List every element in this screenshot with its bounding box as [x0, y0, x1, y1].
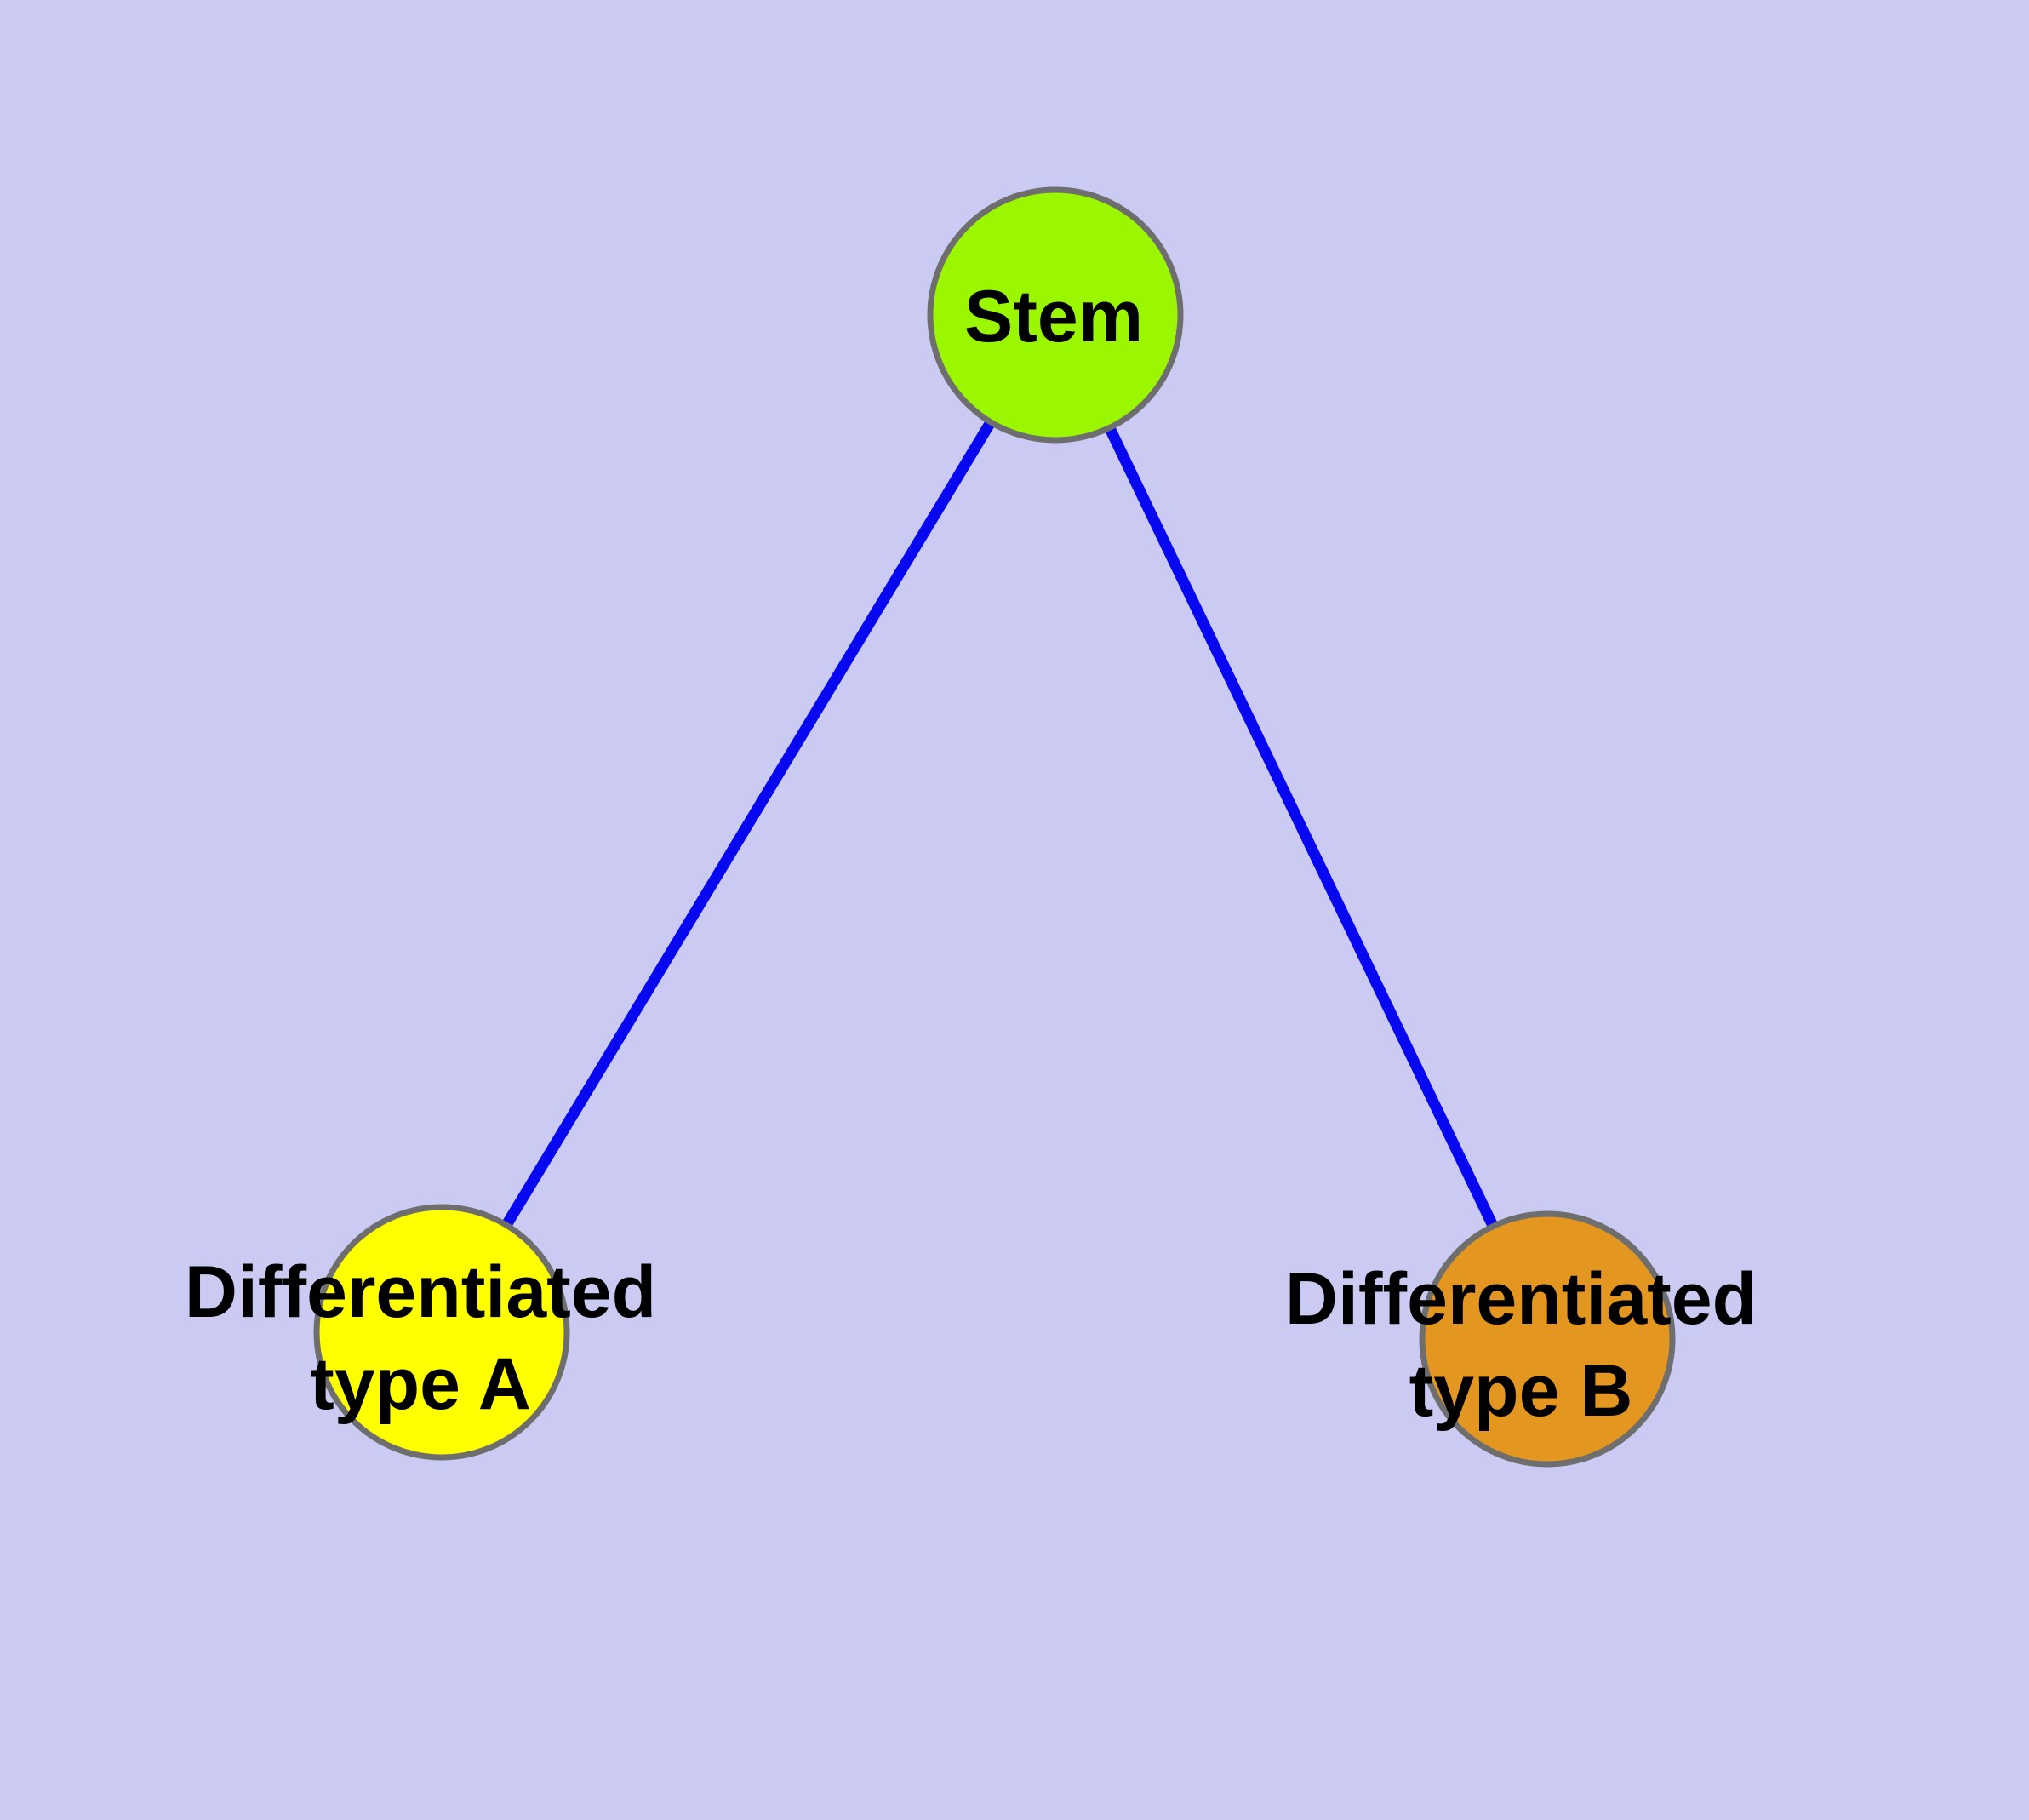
label-differentiated-type-a-line-1: Differentiated	[184, 1251, 657, 1333]
label-differentiated-type-b-line-1: Differentiated	[1284, 1258, 1758, 1340]
node-differentiated-type-a	[313, 1204, 570, 1461]
node-stem	[927, 186, 1184, 444]
label-differentiated-type-b: Differentiated type B	[1285, 1253, 1757, 1437]
node-differentiated-type-b	[1419, 1210, 1676, 1468]
edge-stem-to-differentiated-type-b	[1050, 312, 1552, 1342]
label-differentiated-type-b-line-2: type B	[1409, 1350, 1633, 1432]
edge-stem-to-differentiated-type-a	[437, 312, 1060, 1336]
label-differentiated-type-a: Differentiated type A	[185, 1246, 656, 1430]
label-stem: Stem	[964, 271, 1143, 363]
label-differentiated-type-a-line-2: type A	[310, 1343, 531, 1425]
label-stem-line: Stem	[963, 276, 1144, 358]
